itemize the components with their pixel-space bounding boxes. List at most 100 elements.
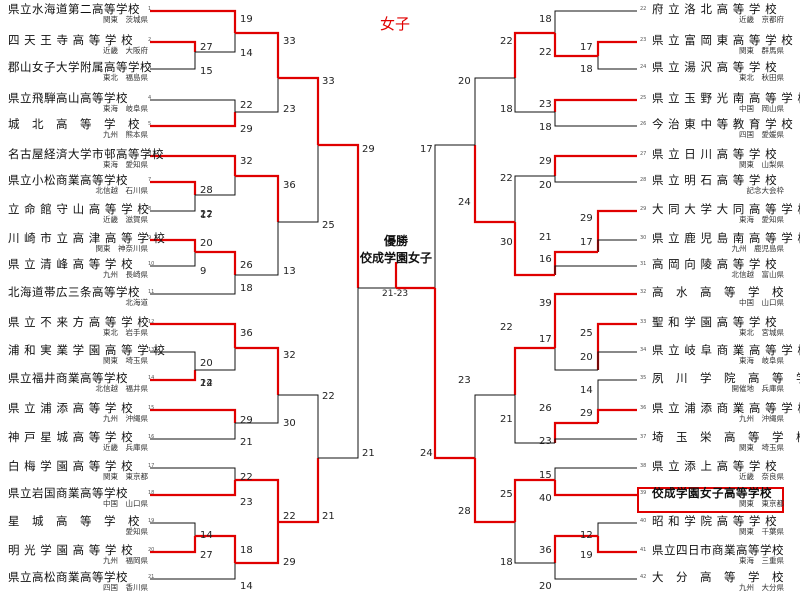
- bracket-line: [513, 31, 555, 78]
- score-label: 29: [283, 557, 296, 568]
- score-label: 9: [200, 266, 206, 277]
- team-seed: 32: [640, 289, 647, 295]
- score-label: 18: [240, 545, 253, 556]
- score-label: 18: [580, 64, 593, 75]
- bracket-line: [150, 154, 237, 176]
- team-seed: 23: [640, 37, 647, 43]
- team-name: 県 立 不 来 方 高 等 学 校: [8, 315, 150, 329]
- score-label: 18: [500, 557, 513, 568]
- team-name: 川 崎 市 立 高 津 高 等 学 校: [8, 231, 166, 245]
- team-seed: 20: [148, 547, 155, 553]
- bracket-line: [150, 322, 237, 348]
- team-region: 四国 香川県: [103, 583, 148, 592]
- bracket-line: [195, 534, 237, 563]
- team-region: 関東 東京都: [103, 472, 148, 481]
- bracket-line: [195, 176, 236, 196]
- team-seed: 14: [148, 375, 155, 381]
- bracket-line: [596, 408, 637, 423]
- team-seed: 4: [148, 95, 152, 101]
- team-name: 県 立 明 石 高 等 学 校: [652, 173, 778, 187]
- bracket-line: [554, 467, 637, 480]
- score-label: 29: [240, 124, 253, 135]
- team-name: 高 岡 向 陵 高 等 学 校: [652, 257, 778, 271]
- team-seed: 38: [640, 463, 647, 469]
- team-seed: 5: [148, 121, 152, 127]
- score-label: 14: [580, 385, 593, 396]
- bracket-line: [513, 346, 555, 395]
- team-seed: 26: [640, 121, 647, 127]
- team-region: 関東 千葉県: [739, 527, 784, 536]
- team-seed: 10: [148, 261, 155, 267]
- team-region: 東海 岐阜県: [739, 356, 784, 365]
- bracket-line: [554, 10, 637, 33]
- score-label: 20: [539, 581, 552, 592]
- team-region: 九州 鹿児島県: [731, 244, 785, 253]
- bracket-line: [318, 143, 360, 288]
- team-region: 中国 山口県: [739, 298, 784, 307]
- team-region: 九州 福岡県: [103, 556, 148, 565]
- team-seed: 35: [640, 375, 647, 381]
- score-label: 22: [240, 100, 253, 111]
- team-name: 県 立 浦 添 高 等 学 校: [8, 401, 134, 415]
- bracket-line: [235, 522, 280, 565]
- team-seed: 42: [640, 574, 647, 580]
- team-seed: 21: [148, 574, 155, 580]
- team-region: 関東 埼玉県: [103, 356, 148, 365]
- bracket-line: [150, 563, 236, 580]
- bracket-line: [553, 421, 598, 443]
- team-name: 県立四日市商業高等学校: [652, 543, 784, 557]
- bracket-line: [554, 176, 637, 183]
- bracket-line: [514, 522, 555, 564]
- bracket-line: [150, 275, 236, 295]
- champion-name: 佼成学園女子: [360, 251, 433, 265]
- score-label: 18: [539, 122, 552, 133]
- score-label: 26: [539, 403, 552, 414]
- team-name: 県立高松商業高等学校: [8, 570, 128, 584]
- score-label: 23: [240, 497, 253, 508]
- team-region: 近畿 滋賀県: [103, 215, 148, 224]
- score-label: 29: [580, 213, 593, 224]
- bracket-line: [554, 438, 637, 443]
- score-label: 22: [500, 36, 513, 47]
- bracket-line: [150, 522, 196, 536]
- score-label: 25: [500, 489, 513, 500]
- score-label: 21: [362, 448, 375, 459]
- team-region: 記念大会枠: [746, 186, 785, 195]
- score-label: 22: [322, 391, 335, 402]
- team-region: 九州 大分県: [739, 583, 784, 592]
- bracket-line: [553, 534, 598, 563]
- score-label: 20: [200, 238, 213, 249]
- score-label: 22: [500, 322, 513, 333]
- team-region: 東北 福島県: [103, 73, 148, 82]
- team-seed: 15: [148, 405, 155, 411]
- score-label: 36: [283, 180, 296, 191]
- bracket-line: [434, 144, 475, 288]
- team-seed: 41: [640, 547, 647, 553]
- team-seed: 40: [640, 518, 647, 524]
- team-region: 関東 東京都: [739, 499, 784, 508]
- team-seed: 28: [640, 177, 647, 183]
- team-seed: 11: [148, 289, 155, 295]
- bracket-line: [596, 322, 637, 370]
- team-seed: 13: [148, 347, 155, 353]
- team-seed: 17: [148, 463, 155, 469]
- team-name: 県 立 玉 野 光 南 高 等 学 校: [652, 91, 800, 105]
- team-region: 北海道: [125, 298, 149, 307]
- score-label: 21: [240, 437, 253, 448]
- score-label: 23: [458, 375, 471, 386]
- final-score: 21-23: [382, 289, 409, 299]
- team-name: 夙 川 学 院 高 等 学 校: [652, 371, 800, 385]
- bracket-line: [597, 379, 637, 423]
- team-region: 開催地 兵庫県: [731, 384, 785, 393]
- bracket-line: [235, 31, 280, 78]
- bracket-line: [554, 348, 598, 371]
- score-label: 20: [539, 180, 552, 191]
- score-label: 17: [580, 42, 593, 53]
- team-region: 北信越 福井県: [95, 384, 149, 393]
- team-region: 近畿 兵庫県: [103, 443, 148, 452]
- champion-label: 優勝: [384, 234, 409, 248]
- team-seed: 25: [640, 95, 647, 101]
- team-seed: 27: [640, 151, 647, 157]
- bracket-line: [195, 250, 237, 275]
